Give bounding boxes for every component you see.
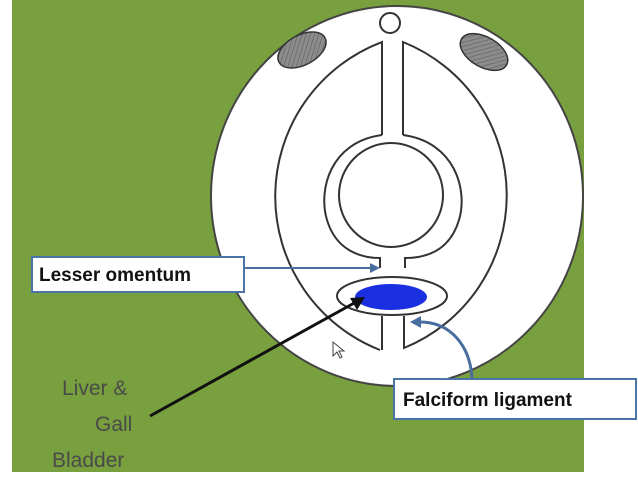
left-kidney	[277, 31, 327, 69]
stomach-outer-loop-right	[402, 134, 463, 268]
lesser-omentum-arrowhead	[370, 263, 380, 273]
mouse-cursor-icon	[332, 340, 346, 359]
liver-arrowhead	[350, 297, 365, 310]
falciform-ligament-label: Falciform ligament	[393, 378, 637, 420]
falciform-arrow	[419, 320, 474, 379]
liver-label-line-2: Gall	[95, 413, 133, 436]
right-kidney	[459, 32, 509, 72]
bile-duct	[355, 284, 427, 310]
inner-ring-right	[402, 40, 508, 350]
stomach-circle	[338, 142, 444, 248]
falciform-arrowhead	[410, 316, 421, 328]
spinal-cord-circle	[379, 12, 401, 34]
liver-arrow	[149, 300, 357, 418]
liver-label-line-3: Bladder	[52, 449, 125, 472]
liver-label-line-1: Liver &	[62, 377, 128, 400]
lesser-omentum-label: Lesser omentum	[31, 256, 245, 293]
stomach-outer-loop	[323, 134, 383, 268]
